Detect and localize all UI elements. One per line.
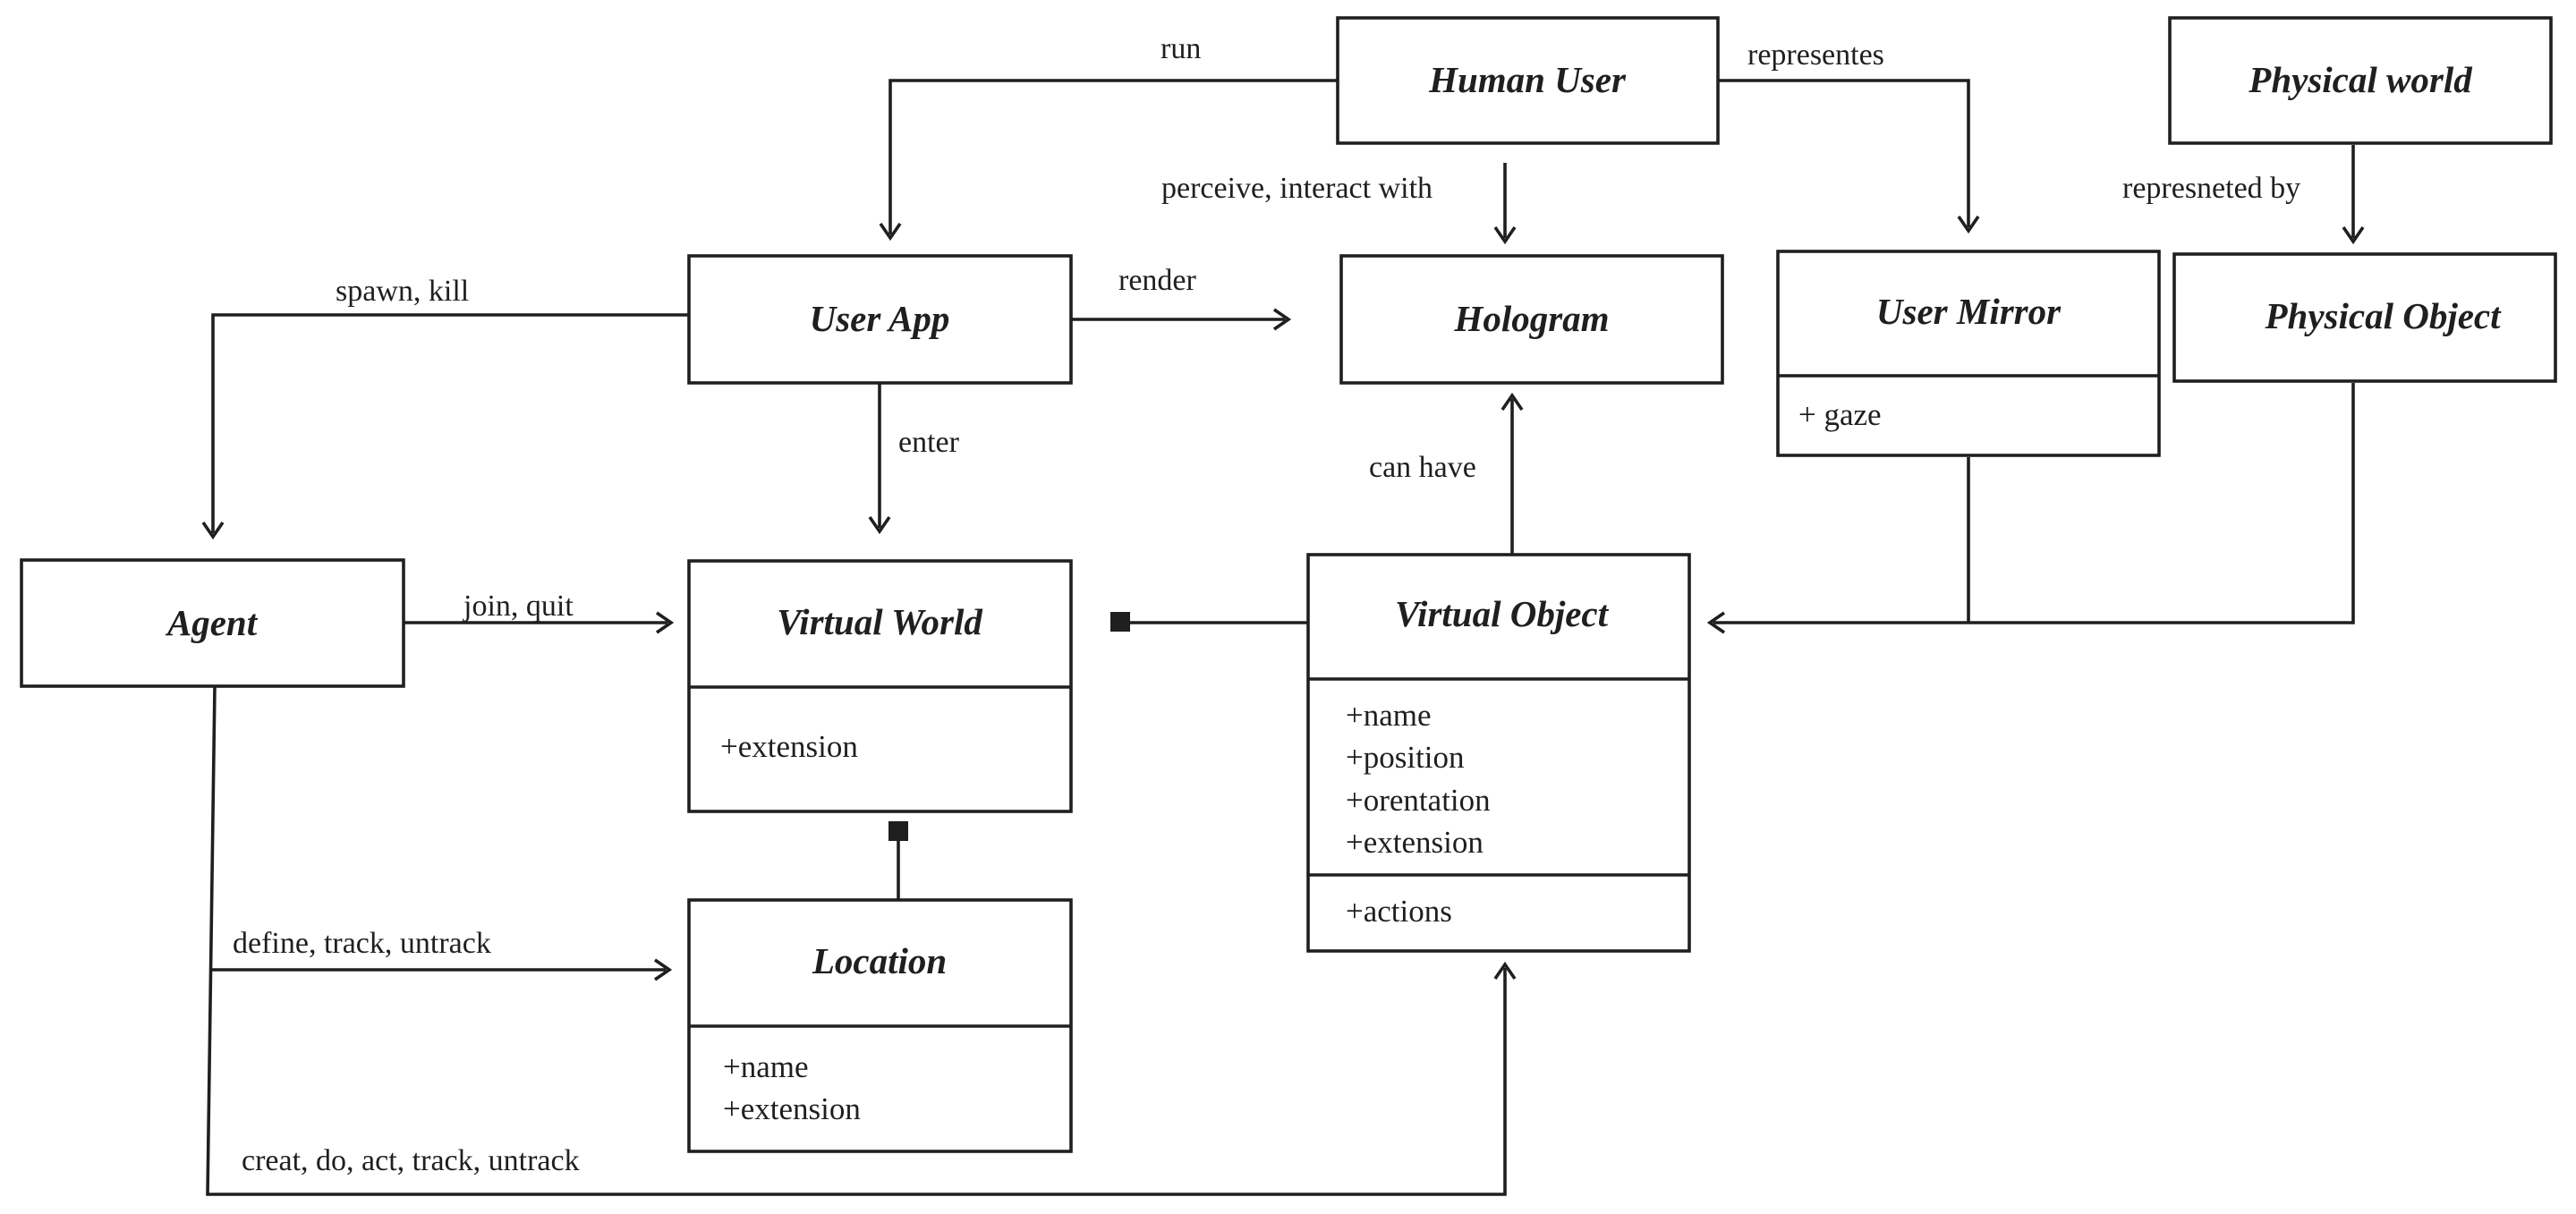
arrowhead-to-vo <box>1706 611 1726 634</box>
box-title: Virtual World <box>777 601 982 642</box>
box-location: Location +name +extension <box>687 898 1073 1153</box>
label-represneted-by: represneted by <box>2122 172 2300 205</box>
box-virtual-object: Virtual Object +name +position +orentati… <box>1306 553 1691 953</box>
label-run: run <box>1160 32 1201 65</box>
edge-spawn-kill <box>211 313 689 533</box>
label-render: render <box>1118 264 1197 297</box>
edge-physobj <box>1713 383 2355 624</box>
arrowhead-enter <box>868 515 891 535</box>
edge-labels: run representes perceive, interact with … <box>233 32 2300 1177</box>
label-creat-do: creat, do, act, track, untrack <box>242 1144 580 1177</box>
label-representes: representes <box>1747 38 1884 72</box>
composition-square-vw <box>1110 612 1130 632</box>
box-title: Agent <box>165 602 259 643</box>
arrowhead-represneted-by <box>2342 225 2365 245</box>
box-title: User App <box>810 298 950 339</box>
label-join-quit: join, quit <box>463 590 574 623</box>
attribute: +extension <box>723 1091 861 1126</box>
edge-run <box>888 79 1338 234</box>
edge-agent-trunk <box>206 685 1507 1196</box>
arrowhead-join-quit <box>655 611 675 634</box>
box-title: Virtual Object <box>1395 593 1610 634</box>
attribute: +orentation <box>1346 783 1491 818</box>
box-title: User Mirror <box>1876 291 2062 332</box>
attribute: +extension <box>1346 825 1484 860</box>
attribute: +position <box>1346 740 1465 775</box>
edge-representes <box>1718 79 1970 227</box>
label-enter: enter <box>898 426 960 459</box>
box-human-user: Human User <box>1336 16 1720 145</box>
attribute: + gaze <box>1798 397 1882 432</box>
box-physical-world: Physical world <box>2168 16 2553 145</box>
edges <box>201 79 2365 1196</box>
box-title: Physical world <box>2248 59 2472 100</box>
box-agent: Agent <box>20 558 405 688</box>
arrowhead-render <box>1272 308 1292 331</box>
composition-square-loc <box>888 821 908 841</box>
arrowhead-run <box>879 222 902 242</box>
box-user-mirror: User Mirror + gaze <box>1776 250 2161 457</box>
box-virtual-world: Virtual World +extension <box>687 559 1073 813</box>
arrowhead-representes <box>1957 215 1980 234</box>
label-spawn-kill: spawn, kill <box>336 275 469 308</box>
arrowhead-define-track <box>653 958 673 981</box>
label-can-have: can have <box>1369 451 1476 484</box>
box-user-app: User App <box>687 254 1073 385</box>
arrowhead-perceive <box>1493 225 1517 245</box>
operation: +actions <box>1346 894 1452 929</box>
box-title: Location <box>812 940 947 981</box>
attribute: +name <box>723 1049 809 1084</box>
arrowhead-can-have <box>1501 392 1524 412</box>
label-perceive: perceive, interact with <box>1161 172 1433 205</box>
arrowhead-creat <box>1493 961 1517 981</box>
box-hologram: Hologram <box>1339 254 1724 385</box>
arrowhead-spawn-kill <box>201 521 225 540</box>
attribute: +name <box>1346 698 1432 733</box>
attribute: +extension <box>720 729 858 764</box>
box-physical-object: Physical Object <box>2172 252 2557 383</box>
box-title: Human User <box>1428 59 1627 100</box>
box-title: Physical Object <box>2264 295 2502 336</box>
label-define-track: define, track, untrack <box>233 927 491 960</box>
box-title: Hologram <box>1453 298 1609 339</box>
